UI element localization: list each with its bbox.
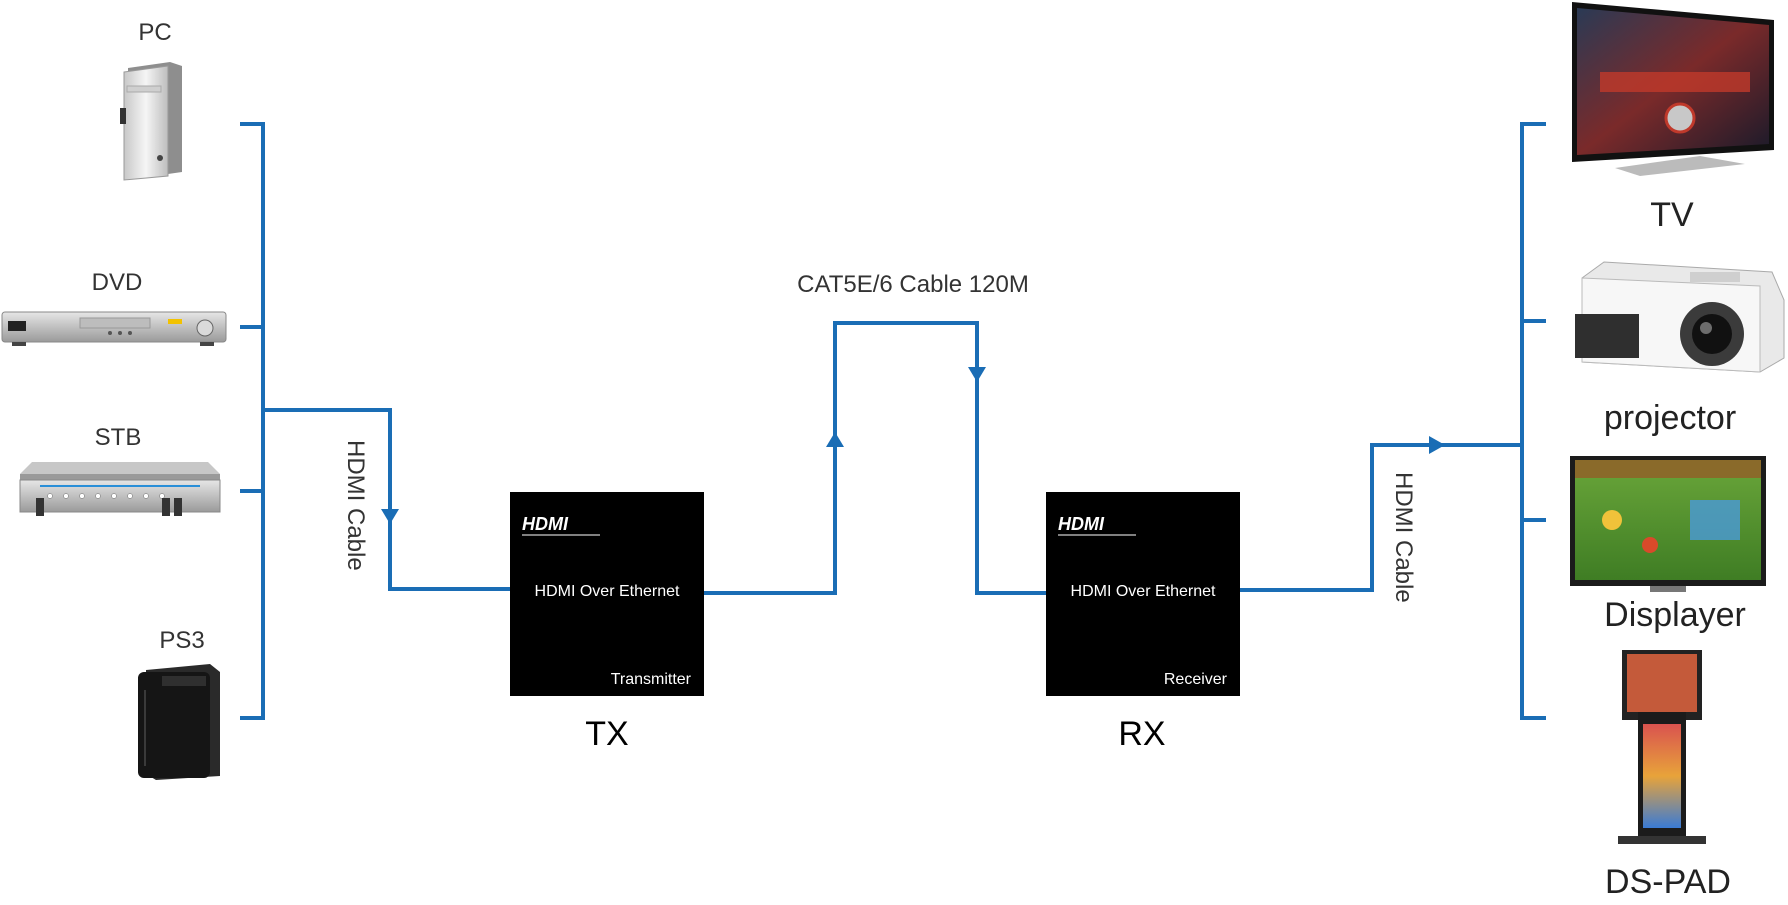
output-bus [1520,122,1546,720]
rx-unit: HDMI HDMI Over Ethernet Receiver [1046,492,1240,696]
tv-label: TV [1650,196,1694,234]
projector-icon [1575,261,1785,373]
ps3-label: PS3 [159,627,204,654]
cat-cable-label: CAT5E/6 Cable 120M [797,271,1029,298]
ds-pad-label: DS-PAD [1605,863,1731,901]
rx-label: RX [1118,715,1165,753]
hdmi-logo-icon: HDMI [522,514,569,534]
hdmi-to-tx [263,408,510,591]
rx-role: Receiver [1164,671,1228,688]
arrow-right-icon [1429,436,1445,454]
stb-label: STB [95,424,142,451]
tx-role: Transmitter [611,671,692,688]
flow-arrows [381,367,1445,524]
ps3-console-icon [138,664,220,780]
dvd-label: DVD [92,269,143,296]
displayer-monitor-icon [1570,456,1766,592]
hdmi-from-rx [1239,443,1520,592]
tx-device-name: HDMI Over Ethernet [535,583,680,600]
ds-pad-kiosk-icon [1618,650,1706,844]
displayer-label: Displayer [1604,596,1746,634]
tx-label: TX [585,715,628,753]
dvd-player-icon [1,311,227,346]
pc-label: PC [138,19,171,46]
rx-device-name: HDMI Over Ethernet [1071,583,1216,600]
source-bus [240,122,265,720]
tv-icon [1572,2,1774,176]
arrow-down-icon [381,509,399,524]
set-top-box-icon [19,462,221,516]
projector-label: projector [1604,399,1736,437]
tx-unit: HDMI HDMI Over Ethernet Transmitter [510,492,704,696]
connection-lines [240,122,1546,720]
pc-tower-icon [120,62,182,181]
arrow-down-icon [968,367,986,382]
hdmi-logo-icon: HDMI [1058,514,1105,534]
right-hdmi-cable-label: HDMI Cable [1390,472,1417,603]
left-hdmi-cable-label: HDMI Cable [342,440,369,571]
cat-cable-line [703,321,1046,595]
arrow-up-icon [826,432,844,447]
